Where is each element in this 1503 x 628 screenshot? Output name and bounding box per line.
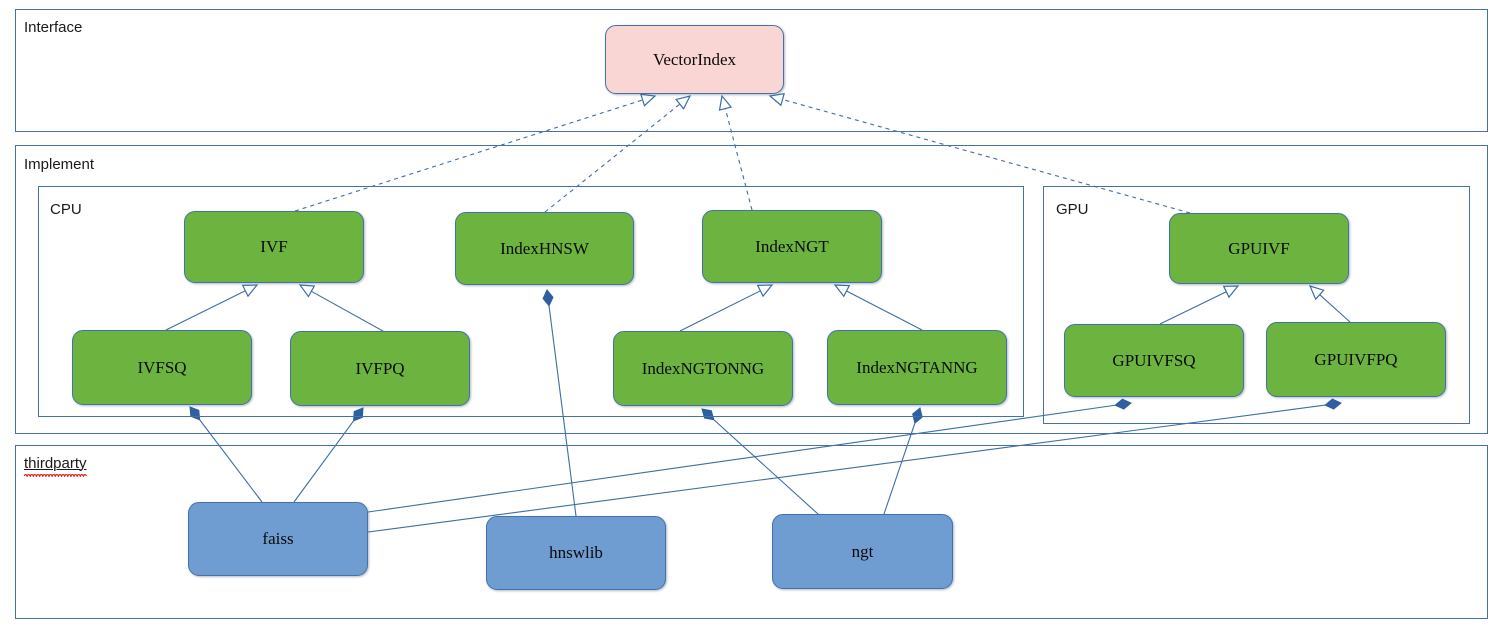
node-label-indexhnsw: IndexHNSW [500,238,589,258]
frame-label-thirdparty: thirdparty [24,456,87,477]
frame-cpu [38,186,1024,417]
node-label-faiss: faiss [262,529,294,548]
node-label-ivfpq: IVFPQ [355,358,405,378]
node-label-ivf: IVF [260,237,288,256]
node-label-gpuivf: GPUIVF [1228,238,1290,258]
node-vectorindex[interactable]: VectorIndex [605,25,784,94]
frame-label-implement: Implement [24,156,95,173]
node-label-vectorindex: VectorIndex [652,49,737,69]
node-label-gpuivfsq: GPUIVFSQ [1112,350,1196,370]
node-ivfpq[interactable]: IVFPQ [290,331,470,406]
node-label-gpuivfpq: GPUIVFPQ [1314,349,1398,369]
node-label-ngt: ngt [851,541,874,561]
frame-label-cpu: CPU [50,201,82,218]
frame-label-gpu: GPU [1056,201,1089,218]
node-indexngtonng[interactable]: IndexNGTONNG [613,331,793,406]
node-label-indexngtonng: IndexNGTONNG [641,358,765,378]
node-label-indexngtanng: IndexNGTANNG [856,357,978,377]
node-indexhnsw[interactable]: IndexHNSW [455,212,634,285]
node-indexngt[interactable]: IndexNGT [702,210,882,283]
node-label-indexngt: IndexNGT [755,236,829,256]
node-ngt[interactable]: ngt [772,514,953,589]
frame-label-interface: Interface [24,19,83,36]
node-indexngtanng[interactable]: IndexNGTANNG [827,330,1007,405]
node-faiss[interactable]: faiss [188,502,368,576]
frame-thirdparty [15,445,1488,619]
frame-implement [15,145,1488,434]
node-label-hnswlib: hnswlib [549,543,603,562]
node-gpuivf[interactable]: GPUIVF [1169,213,1349,284]
node-ivf[interactable]: IVF [184,211,364,283]
frame-gpu [1043,186,1470,424]
spellcheck-squiggle-icon [24,474,87,477]
node-gpuivfsq[interactable]: GPUIVFSQ [1064,324,1244,397]
node-gpuivfpq[interactable]: GPUIVFPQ [1266,322,1446,397]
node-hnswlib[interactable]: hnswlib [486,516,666,590]
frame-interface [15,9,1488,132]
node-ivfsq[interactable]: IVFSQ [72,330,252,405]
node-label-ivfsq: IVFSQ [137,357,187,377]
